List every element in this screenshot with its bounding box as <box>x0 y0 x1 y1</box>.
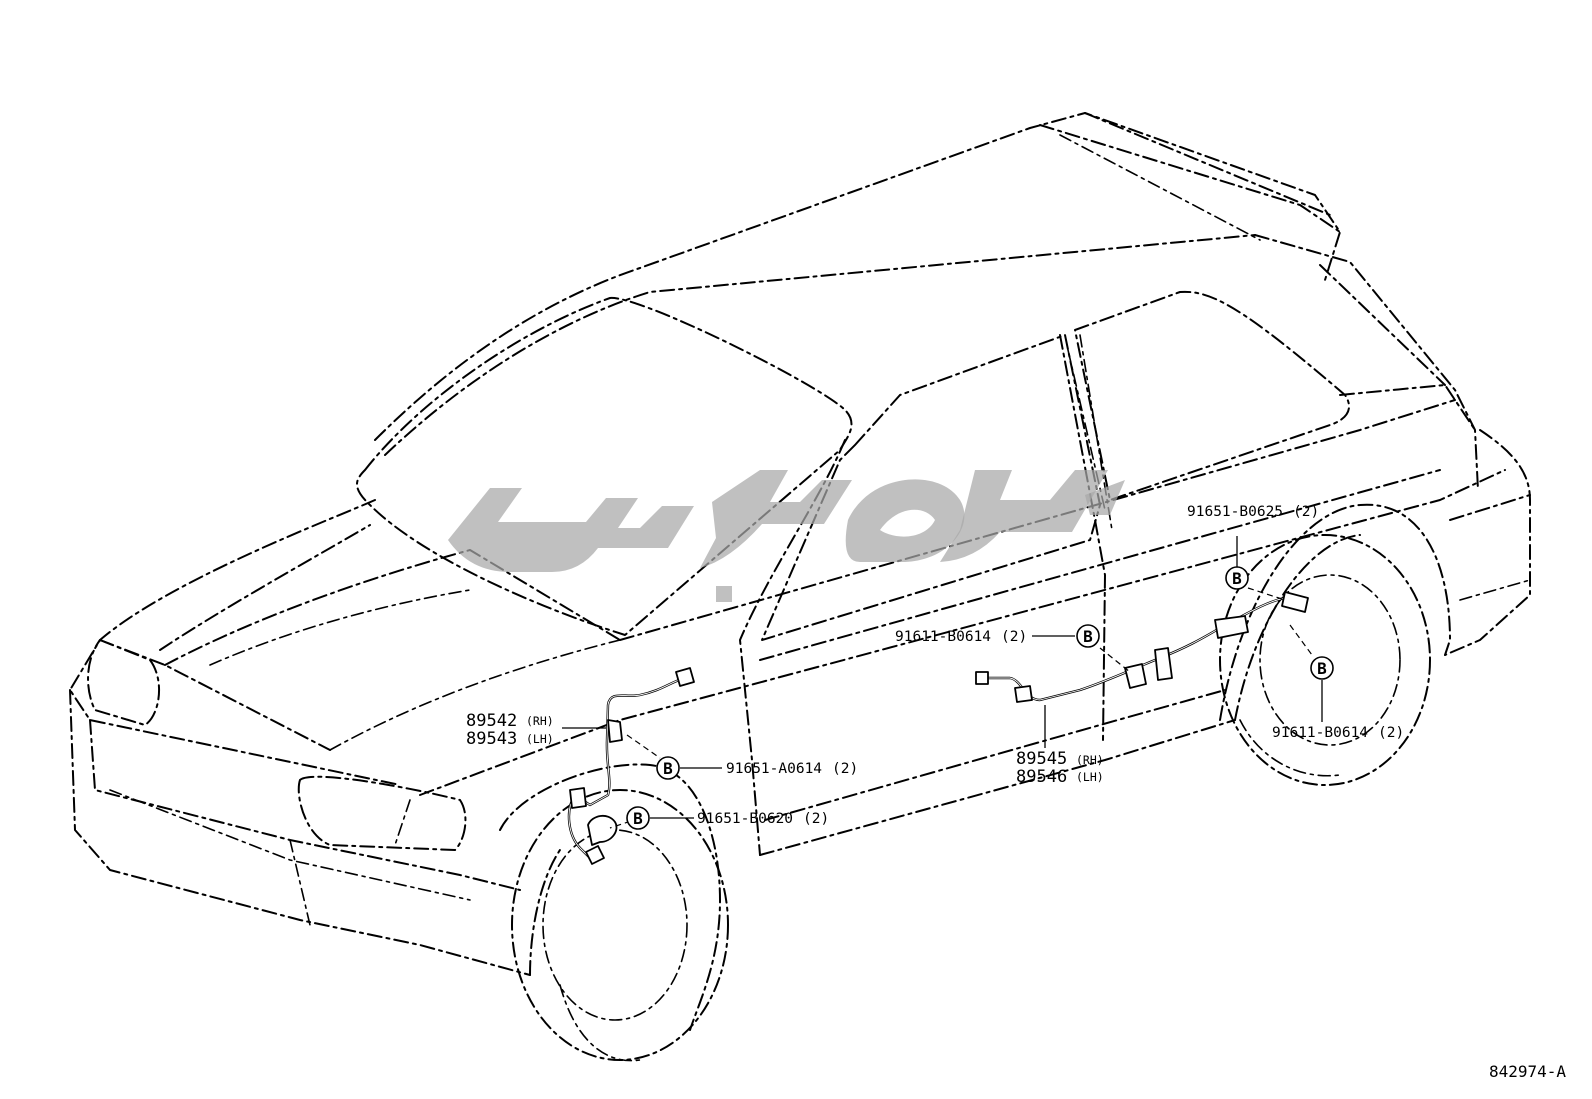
fastener-quantity: (2) <box>832 761 858 777</box>
label-fastener-b0614-rear: 91611-B0614 (2) <box>1272 725 1404 741</box>
fastener-part-number: 91651-B0620 <box>697 811 793 827</box>
callout-letter: B <box>663 759 673 778</box>
fastener-part-number: 91611-B0614 <box>1272 725 1368 741</box>
callout-b-front-upper: B <box>656 756 680 780</box>
callout-letter: B <box>1317 659 1327 678</box>
figure-code: 842974-A <box>1488 1062 1566 1081</box>
label-fastener-b0614-mid: 91611-B0614 (2) <box>895 629 1027 645</box>
callout-b-front-lower: B <box>626 806 650 830</box>
fastener-quantity: (2) <box>1293 504 1319 520</box>
part-number-front-lh: 89543 <box>466 729 517 749</box>
fastener-part-number: 91651-B0625 <box>1187 504 1283 520</box>
part-number-front-rh: 89542 <box>466 711 517 731</box>
label-rear-sensor: 89545 (RH) 89546 (LH) <box>1016 749 1104 787</box>
label-fastener-b0625: 91651-B0625 (2) <box>1187 504 1319 520</box>
car-body-outline <box>69 112 1531 1062</box>
callout-letter: B <box>633 809 643 828</box>
fastener-quantity: (2) <box>1001 629 1027 645</box>
side-tag-rear-rh: (RH) <box>1076 753 1104 767</box>
label-fastener-a0614: 91651-A0614 (2) <box>726 761 858 777</box>
part-number-rear-lh: 89546 <box>1016 767 1067 787</box>
label-front-sensor: 89542 (RH) 89543 (LH) <box>466 711 554 749</box>
side-tag-front-rh: (RH) <box>526 714 554 728</box>
side-tag-front-lh: (LH) <box>526 732 554 746</box>
callout-b-rear-mid: B <box>1076 624 1100 648</box>
fastener-part-number: 91651-A0614 <box>726 761 822 777</box>
callout-letter: B <box>1232 569 1242 588</box>
label-fastener-b0620: 91651-B0620 (2) <box>697 811 829 827</box>
fastener-part-number: 91611-B0614 <box>895 629 991 645</box>
watermark-logo <box>448 470 1125 602</box>
callout-b-rear-lower: B <box>1310 656 1334 680</box>
part-number-rear-rh: 89545 <box>1016 749 1067 769</box>
callout-letter: B <box>1083 627 1093 646</box>
fastener-quantity: (2) <box>1378 725 1404 741</box>
callout-b-rear-upper: B <box>1225 566 1249 590</box>
fastener-quantity: (2) <box>803 811 829 827</box>
side-tag-rear-lh: (LH) <box>1076 770 1104 784</box>
front-sensor-harness <box>567 667 695 865</box>
rear-sensor-harness <box>975 591 1309 703</box>
